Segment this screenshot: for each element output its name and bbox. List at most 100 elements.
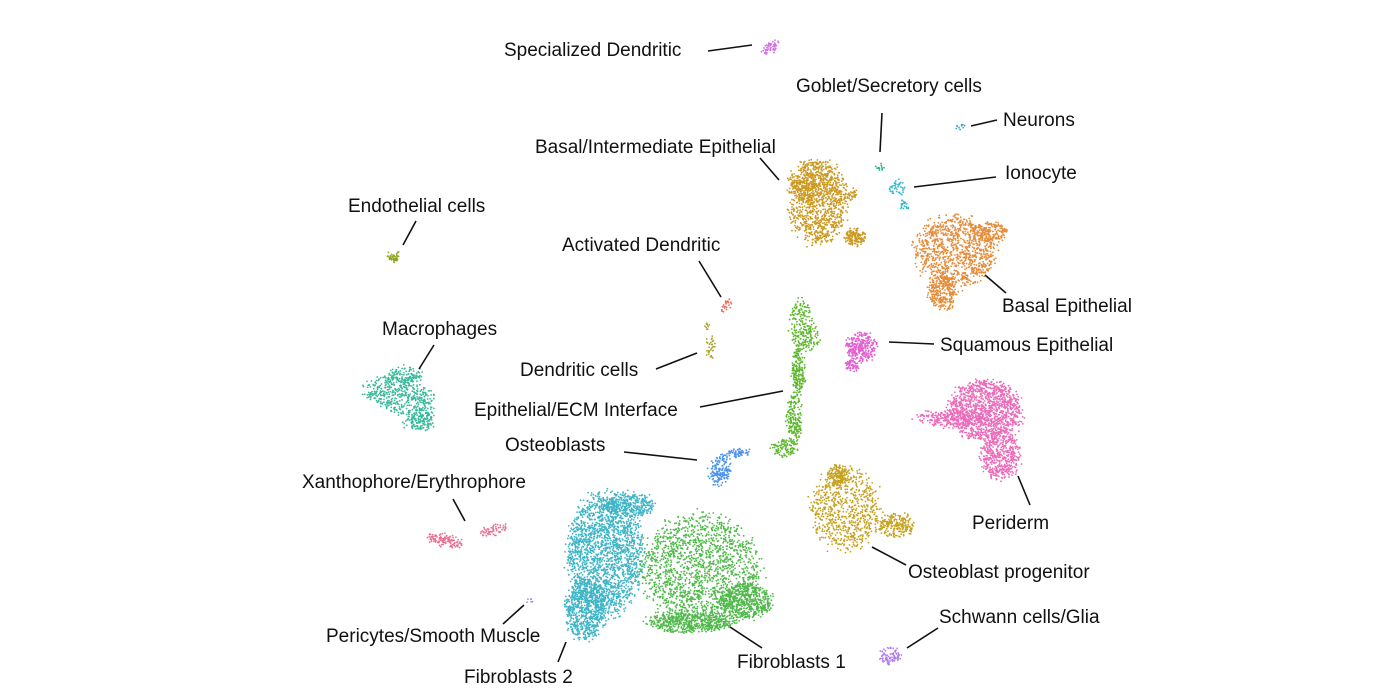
cell-point xyxy=(399,396,402,398)
cell-point xyxy=(416,380,418,383)
cell-point xyxy=(799,428,802,431)
cell-point xyxy=(398,405,401,408)
cell-point xyxy=(394,259,397,262)
cell-point xyxy=(976,244,978,247)
cell-point xyxy=(958,229,960,232)
cell-point xyxy=(806,211,809,213)
cell-point xyxy=(809,169,812,171)
cell-point xyxy=(396,254,398,257)
cell-point xyxy=(799,181,802,184)
cell-point xyxy=(954,243,957,246)
cell-point xyxy=(423,407,426,410)
cell-point xyxy=(834,168,837,171)
cell-point xyxy=(807,193,809,196)
cell-point xyxy=(840,190,843,193)
cell-point xyxy=(375,392,377,395)
cell-point xyxy=(430,406,432,409)
cell-point xyxy=(963,124,966,127)
cell-point xyxy=(376,390,378,393)
cell-point xyxy=(830,198,833,201)
cell-point xyxy=(957,241,960,244)
cell-point xyxy=(394,406,396,409)
cell-point xyxy=(933,266,936,269)
cell-point xyxy=(810,231,813,233)
cell-point xyxy=(856,354,859,356)
cell-point xyxy=(973,247,975,250)
cell-point xyxy=(821,196,823,199)
cell-point xyxy=(970,264,972,267)
cell-point xyxy=(809,226,812,228)
cell-point xyxy=(968,241,971,243)
cell-point xyxy=(848,360,851,363)
cell-point xyxy=(798,350,801,353)
cell-point xyxy=(920,261,923,264)
cell-point xyxy=(847,206,849,209)
cell-point xyxy=(414,405,416,407)
cell-point xyxy=(819,198,822,201)
cell-point xyxy=(854,191,857,194)
cell-point xyxy=(851,348,853,350)
cell-point xyxy=(838,178,840,181)
cell-point xyxy=(426,414,428,417)
cell-point xyxy=(397,394,399,396)
cell-point xyxy=(789,448,792,451)
cell-point xyxy=(972,281,975,284)
cell-point xyxy=(838,181,840,184)
cell-point xyxy=(819,204,822,207)
cell-point xyxy=(394,392,397,394)
cell-point xyxy=(418,408,421,411)
cell-point xyxy=(955,127,958,130)
cell-point xyxy=(785,455,788,458)
cell-point xyxy=(409,375,412,378)
cell-point xyxy=(953,262,956,265)
cell-point xyxy=(803,344,806,346)
cell-point xyxy=(970,226,972,229)
cell-point xyxy=(407,373,410,375)
cell-point xyxy=(836,188,839,191)
cell-point xyxy=(823,226,826,228)
cell-point xyxy=(965,219,968,222)
cell-point xyxy=(799,362,801,365)
cell-point xyxy=(403,368,406,370)
cell-point xyxy=(943,291,945,294)
cell-point xyxy=(938,263,941,266)
cell-point xyxy=(807,214,809,217)
cell-point xyxy=(809,192,811,195)
cell-point xyxy=(810,185,813,188)
cell-point xyxy=(981,274,984,277)
cell-point xyxy=(933,274,935,277)
cell-point xyxy=(390,398,393,401)
cell-point xyxy=(897,178,900,181)
cell-point xyxy=(940,274,943,276)
cell-point xyxy=(431,422,434,425)
cell-point xyxy=(778,453,781,456)
cell-point xyxy=(982,269,985,271)
cell-point xyxy=(941,288,944,291)
cell-point xyxy=(429,418,431,421)
cell-point xyxy=(788,192,791,194)
cell-point xyxy=(391,394,394,397)
cell-point xyxy=(831,196,833,198)
cell-point xyxy=(399,384,402,386)
cell-point xyxy=(846,351,849,354)
cell-point xyxy=(834,198,837,201)
cell-point xyxy=(955,269,958,272)
cell-point xyxy=(705,326,708,329)
cell-point xyxy=(996,225,999,227)
cell-point xyxy=(407,401,410,404)
cell-point xyxy=(961,222,964,225)
cell-point xyxy=(988,245,991,248)
cell-point xyxy=(809,216,812,219)
cell-point xyxy=(826,181,828,184)
cell-point xyxy=(412,376,415,379)
cell-point xyxy=(855,240,858,242)
cell-point xyxy=(791,229,793,232)
cell-point xyxy=(930,253,932,255)
cell-point xyxy=(921,271,924,273)
cell-point xyxy=(833,221,836,223)
cell-point xyxy=(763,52,766,54)
cell-point xyxy=(849,199,852,202)
cell-point xyxy=(929,267,932,269)
cell-point xyxy=(822,195,824,197)
cell-point xyxy=(833,202,835,205)
